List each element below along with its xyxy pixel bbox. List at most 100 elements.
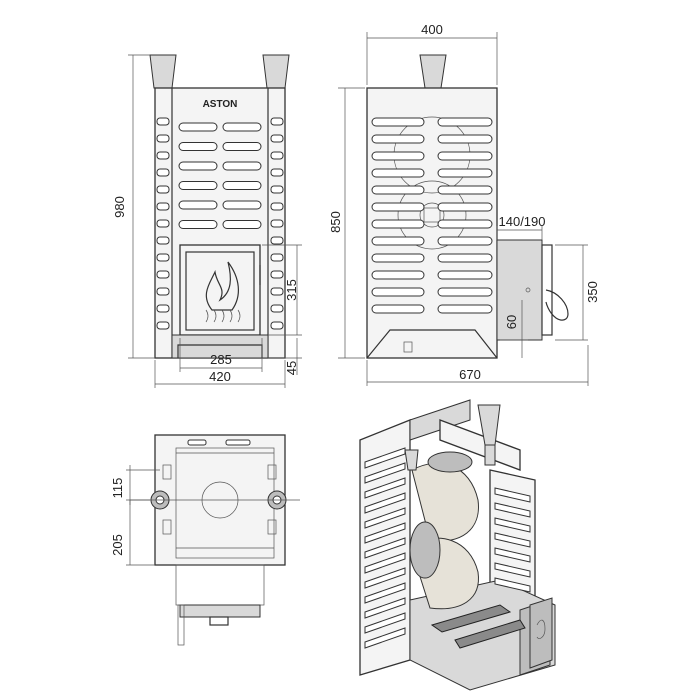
side-rib xyxy=(270,287,284,296)
side-slot xyxy=(371,185,425,195)
iso-rib xyxy=(494,487,531,503)
iso-rib xyxy=(494,517,531,533)
side-slot xyxy=(437,202,493,212)
iso-rib xyxy=(494,532,531,548)
iso-rib xyxy=(364,447,406,469)
vent-slot xyxy=(178,220,218,229)
side-rib xyxy=(156,185,170,194)
side-slot xyxy=(437,287,493,297)
iso-left-ribs xyxy=(364,447,406,649)
side-slot xyxy=(437,219,493,229)
side-rib xyxy=(156,253,170,262)
front-side-ribs xyxy=(156,117,284,330)
vent-slot xyxy=(178,200,218,210)
side-slot xyxy=(437,168,493,178)
side-slot xyxy=(371,236,425,246)
iso-rib xyxy=(494,577,531,593)
side-rib xyxy=(270,236,284,245)
side-rib xyxy=(270,219,284,228)
iso-rib xyxy=(364,462,406,484)
front-vent-slots xyxy=(178,122,262,229)
vent-slot xyxy=(222,142,262,151)
side-rib xyxy=(270,151,284,160)
side-slot xyxy=(437,151,493,161)
vent-slot xyxy=(178,142,218,151)
dim-chimney: 140/190 xyxy=(499,214,546,229)
side-rib xyxy=(270,270,284,279)
vent-slot xyxy=(222,220,262,229)
dim-front-width: 420 xyxy=(209,369,231,384)
side-slot xyxy=(371,287,425,297)
dim-door-width: 285 xyxy=(210,352,232,367)
iso-rib xyxy=(364,492,406,514)
side-slot xyxy=(371,202,425,212)
iso-rib xyxy=(364,597,406,619)
side-slot xyxy=(371,270,425,280)
side-rib xyxy=(270,168,284,177)
iso-right-ribs xyxy=(494,487,531,593)
iso-rib xyxy=(364,627,406,649)
dim-side-width: 400 xyxy=(421,22,443,37)
side-slot xyxy=(437,270,493,280)
side-slot xyxy=(437,185,493,195)
side-slot xyxy=(437,117,493,127)
vent-slot xyxy=(222,200,262,210)
side-slot xyxy=(371,253,425,263)
top-view: 115 205 xyxy=(110,434,300,646)
side-slot xyxy=(371,117,425,127)
side-slot xyxy=(371,151,425,161)
side-rib xyxy=(270,253,284,262)
side-rib xyxy=(156,270,170,279)
dim-side-height: 850 xyxy=(328,211,343,233)
iso-rib xyxy=(364,522,406,544)
vent-slot xyxy=(222,122,262,132)
side-slot xyxy=(437,253,493,263)
side-slot xyxy=(371,219,425,229)
iso-rib xyxy=(494,562,531,578)
vent-slot xyxy=(178,181,218,190)
iso-rib xyxy=(494,547,531,563)
side-rib xyxy=(156,287,170,296)
dim-top-offset-1: 115 xyxy=(110,478,125,499)
dim-front-height: 980 xyxy=(112,196,127,218)
dim-tunnel-height: 350 xyxy=(585,281,600,303)
iso-rib xyxy=(364,567,406,589)
side-rib xyxy=(156,219,170,228)
flame-icon xyxy=(205,261,239,311)
iso-rib xyxy=(364,612,406,634)
iso-rib xyxy=(494,502,531,518)
vent-slot xyxy=(222,161,262,171)
side-slot xyxy=(437,304,493,314)
iso-rib xyxy=(364,552,406,574)
iso-rib xyxy=(364,477,406,499)
side-rib xyxy=(156,134,170,143)
side-vent-slots xyxy=(371,117,493,314)
dim-leg-height: 45 xyxy=(284,361,299,375)
side-rib xyxy=(156,321,170,330)
side-view: 400 850 140/190 350 60 670 xyxy=(328,22,600,386)
side-slot xyxy=(371,168,425,178)
side-rib xyxy=(270,202,284,211)
side-rib xyxy=(156,168,170,177)
brand-logo: ASTON xyxy=(203,99,238,110)
iso-rib xyxy=(364,537,406,559)
vent-slot xyxy=(178,122,218,132)
side-rib xyxy=(156,117,170,126)
side-slot xyxy=(371,134,425,144)
side-rib xyxy=(270,185,284,194)
side-rib xyxy=(156,202,170,211)
side-rib xyxy=(270,134,284,143)
vent-slot xyxy=(222,181,262,190)
side-rib xyxy=(270,117,284,126)
side-rib xyxy=(270,321,284,330)
dim-top-offset-2: 205 xyxy=(110,534,125,556)
side-rib xyxy=(156,304,170,313)
side-rib xyxy=(156,236,170,245)
front-view: ASTON 980 315 45 285 xyxy=(112,54,302,388)
isometric-cutaway-view xyxy=(359,399,556,691)
iso-rib xyxy=(364,582,406,604)
side-rib xyxy=(156,151,170,160)
side-slot xyxy=(371,304,425,314)
firebox-door xyxy=(179,244,261,336)
